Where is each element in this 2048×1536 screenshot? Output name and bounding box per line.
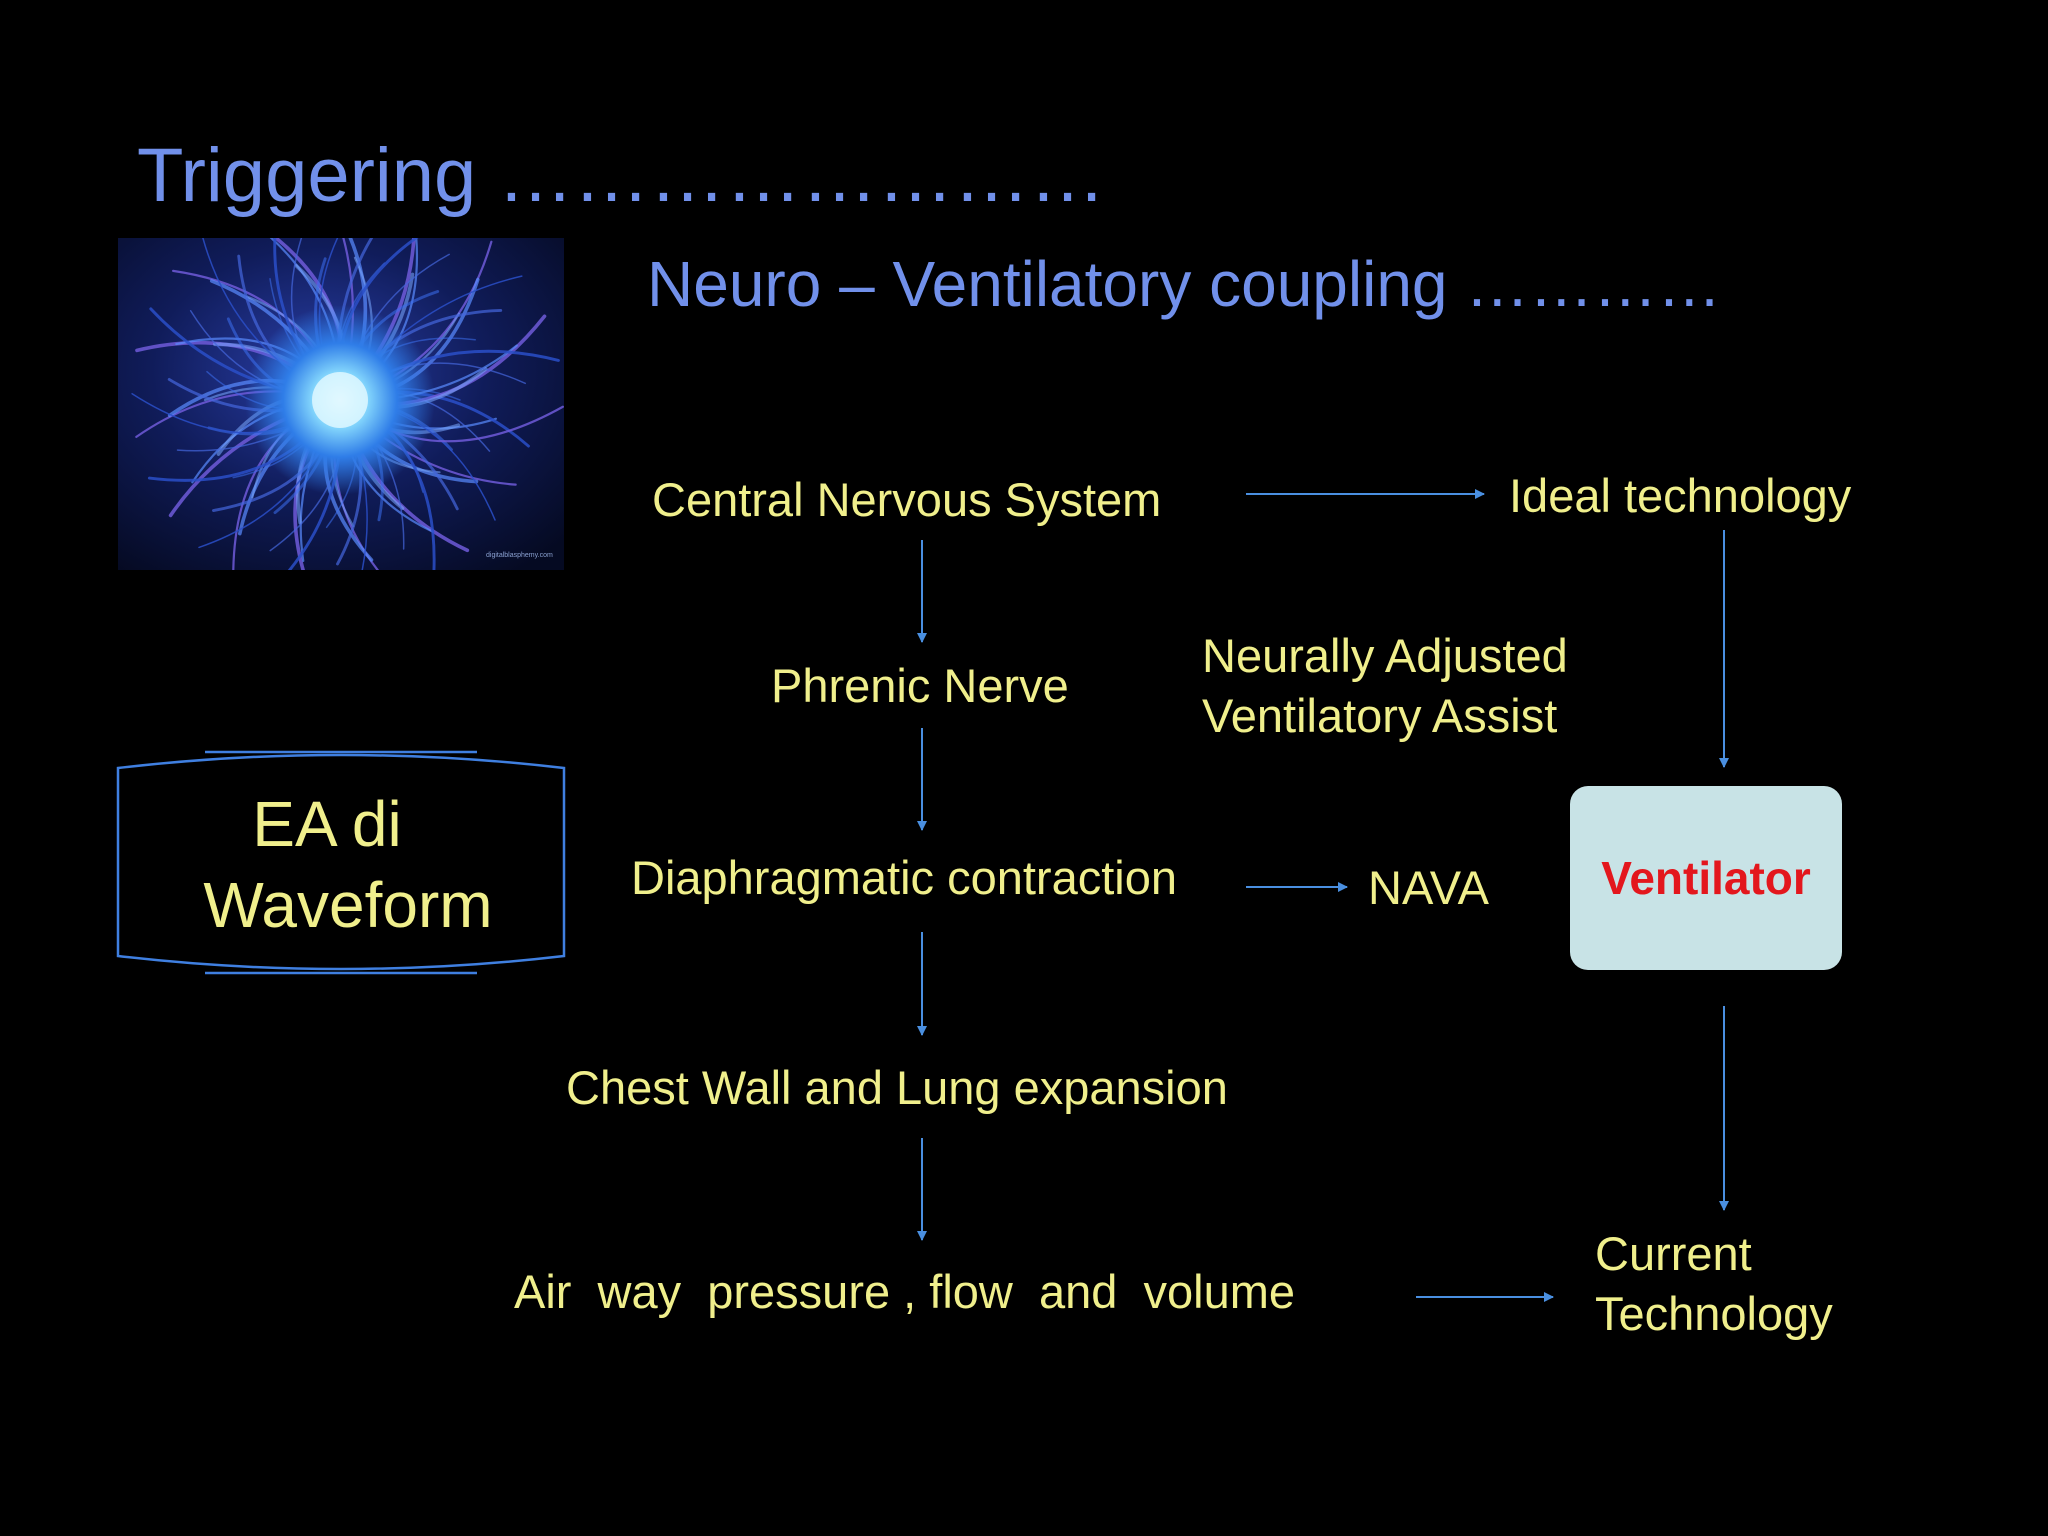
node-diaphragm: Diaphragmatic contraction [631, 851, 1177, 904]
waveform-line2: Waveform [203, 869, 493, 942]
node-ideal-technology: Ideal technology [1509, 469, 1852, 522]
blue-flower-image [118, 238, 564, 570]
node-airway: Air way pressure , flow and volume [514, 1265, 1296, 1318]
waveform-box-frame [116, 750, 566, 975]
ventilator-box: Ventilator [1570, 786, 1842, 970]
node-cns: Central Nervous System [652, 473, 1162, 526]
slide-title: Triggering …………………… [137, 133, 1106, 218]
ventilator-label: Ventilator [1601, 852, 1811, 904]
node-chest: Chest Wall and Lung expansion [566, 1061, 1228, 1114]
node-current-technology: Current Technology [1595, 1224, 1833, 1344]
slide-subtitle: Neuro – Ventilatory coupling ………… [647, 248, 1722, 320]
node-nava: NAVA [1368, 861, 1490, 914]
current-line1: Current [1595, 1227, 1752, 1280]
nava-full-name: Neurally Adjusted Ventilatory Assist [1202, 626, 1568, 746]
nava-full-line2: Ventilatory Assist [1202, 689, 1558, 743]
nava-full-line1: Neurally Adjusted [1202, 629, 1568, 682]
node-phrenic: Phrenic Nerve [771, 659, 1069, 712]
waveform-line1: EA di [252, 788, 402, 860]
current-line2: Technology [1595, 1287, 1833, 1341]
image-watermark: digitalblasphemy.com [486, 552, 553, 559]
waveform-box: EA di Waveform [118, 784, 564, 947]
